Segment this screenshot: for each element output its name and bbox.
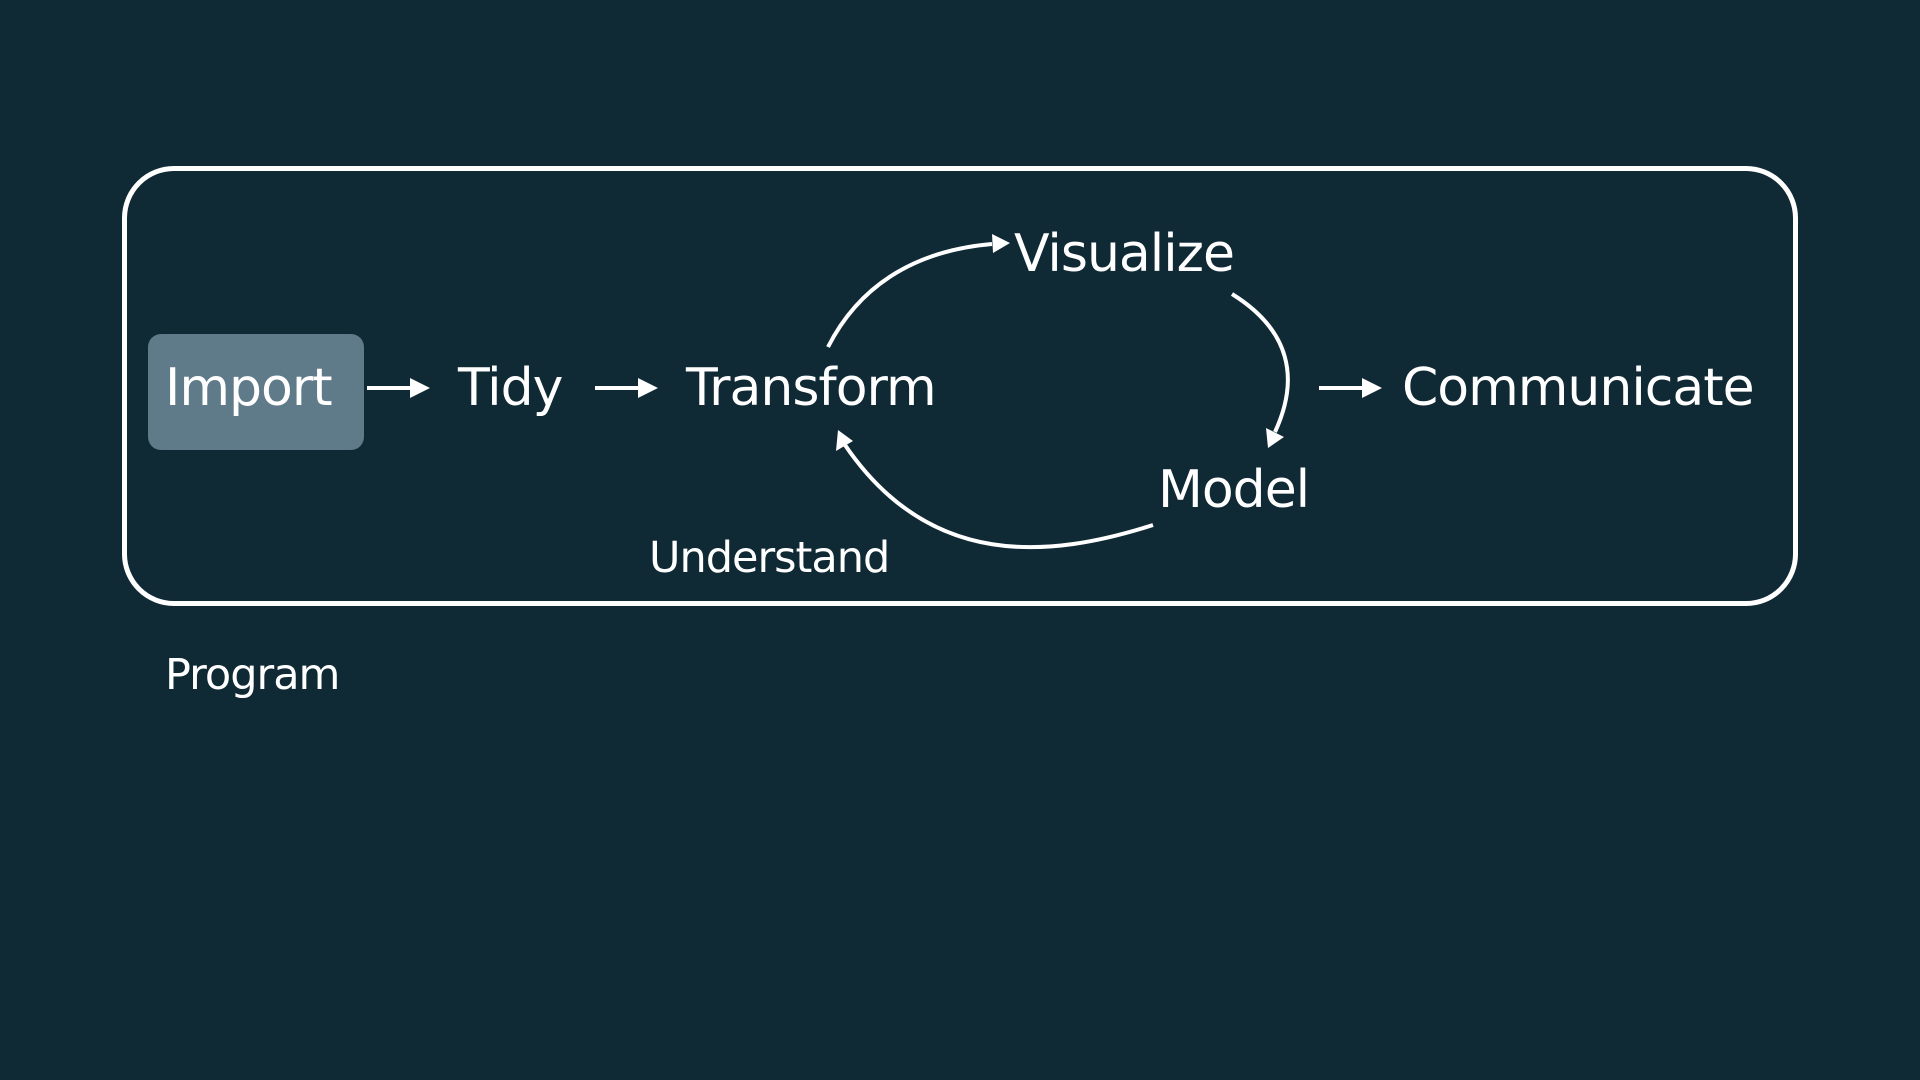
node-visualize: Visualize: [1014, 224, 1235, 284]
label-program: Program: [165, 650, 340, 700]
node-tidy: Tidy: [458, 358, 563, 418]
import-highlight: [148, 334, 364, 450]
label-understand: Understand: [649, 533, 890, 583]
program-frame: [122, 166, 1798, 606]
node-communicate: Communicate: [1402, 358, 1755, 418]
node-import: Import: [165, 358, 333, 418]
node-model: Model: [1158, 460, 1310, 520]
node-transform: Transform: [686, 358, 937, 418]
